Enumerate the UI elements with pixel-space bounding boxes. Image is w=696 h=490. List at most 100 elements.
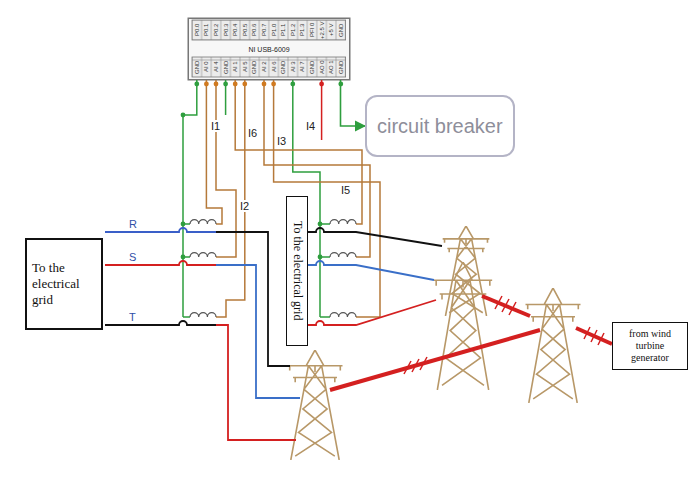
pin-name: P0.2 bbox=[212, 21, 220, 39]
node-text: To the electrical grid bbox=[290, 221, 305, 320]
daq-terminal-block: NI USB-6009 bbox=[188, 18, 350, 80]
junction-dot bbox=[181, 255, 186, 260]
daq-block bbox=[188, 18, 350, 80]
pin-name: P0.7 bbox=[260, 21, 268, 39]
phase-line bbox=[105, 261, 216, 265]
ct-coil bbox=[190, 220, 216, 224]
grid-box: To the electrical grid bbox=[25, 238, 103, 330]
towers bbox=[288, 226, 581, 460]
pin-name: P0.4 bbox=[231, 21, 239, 39]
terminal-dot bbox=[290, 82, 295, 87]
three-phase-mark bbox=[584, 327, 604, 345]
phase-line bbox=[105, 321, 216, 325]
current-label: I3 bbox=[276, 135, 287, 147]
daq-housing bbox=[188, 18, 350, 80]
pin-name: +2.5 V bbox=[318, 21, 326, 39]
current-label: I6 bbox=[247, 127, 258, 139]
phase-line bbox=[308, 300, 436, 325]
pin-name: GND bbox=[337, 58, 345, 76]
junction-dot bbox=[318, 255, 323, 260]
pin-name: GND bbox=[279, 58, 287, 76]
node-text: To the electrical grid bbox=[32, 260, 96, 309]
pin-name: GND bbox=[222, 58, 230, 76]
pin-name: AI 5 bbox=[241, 58, 249, 76]
terminal-dot bbox=[194, 82, 199, 87]
phase-line bbox=[308, 261, 434, 280]
pin-name: P0.5 bbox=[241, 21, 249, 39]
phase-line bbox=[105, 228, 216, 232]
signal-arrow bbox=[341, 80, 366, 126]
terminal-dot bbox=[262, 82, 267, 87]
node-text: NI USB-6009 bbox=[248, 46, 289, 53]
breaker-box: circuit breaker bbox=[365, 95, 515, 157]
generator-box: from wind turbine generator bbox=[612, 322, 688, 370]
pin-name: GND bbox=[250, 58, 258, 76]
pin-name: AO 1 bbox=[327, 58, 335, 76]
pin-name: P0.3 bbox=[222, 21, 230, 39]
pin-name: P1.2 bbox=[289, 21, 297, 39]
pin-name: AI 2 bbox=[260, 58, 268, 76]
pin-name: P1.0 bbox=[270, 21, 278, 39]
sensor-wire bbox=[216, 80, 236, 257]
signal-wires bbox=[183, 80, 380, 317]
ct-coil bbox=[190, 313, 216, 317]
ct-coil bbox=[330, 253, 356, 257]
pin-name: AI 4 bbox=[212, 58, 220, 76]
phase-label: S bbox=[128, 251, 137, 263]
node-text: from wind turbine generator bbox=[617, 328, 683, 364]
pin-name: PFI 0 bbox=[308, 21, 316, 39]
pin-name: AI 3 bbox=[289, 58, 297, 76]
power-line bbox=[576, 328, 612, 344]
grid-box-vertical: To the electrical grid bbox=[286, 196, 308, 346]
pin-name: P1.3 bbox=[298, 21, 306, 39]
pylon bbox=[526, 288, 581, 403]
pin-name: GND bbox=[193, 58, 201, 76]
pin-name: AI 6 bbox=[270, 58, 278, 76]
pin-name: AI 7 bbox=[298, 58, 306, 76]
pin-name: AI 0 bbox=[202, 58, 210, 76]
terminal-dot bbox=[233, 82, 238, 87]
power-line bbox=[330, 330, 540, 390]
current-label: I4 bbox=[305, 120, 316, 132]
terminal-dot bbox=[223, 82, 228, 87]
pin-name: GND bbox=[337, 21, 345, 39]
junction-dot bbox=[181, 113, 186, 118]
pin-name: AI 1 bbox=[231, 58, 239, 76]
current-label: I5 bbox=[340, 184, 351, 196]
current-transformers bbox=[190, 220, 356, 317]
terminal-dot bbox=[319, 82, 324, 87]
pin-name: GND bbox=[308, 58, 316, 76]
terminal-dot bbox=[204, 82, 209, 87]
phase-lines bbox=[105, 228, 442, 440]
ct-coil bbox=[330, 220, 356, 224]
phase-line bbox=[216, 325, 296, 440]
power-line bbox=[482, 296, 530, 316]
pin-name: +5 V bbox=[327, 21, 335, 39]
terminal-dot bbox=[214, 82, 219, 87]
pin-name: P0.1 bbox=[202, 21, 210, 39]
terminal-dot bbox=[271, 82, 276, 87]
current-label: I1 bbox=[210, 120, 221, 132]
phase-label: T bbox=[128, 311, 137, 323]
pin-name: P0.6 bbox=[250, 21, 258, 39]
pylon bbox=[434, 262, 492, 390]
ct-coil bbox=[330, 313, 356, 317]
junction-dot bbox=[318, 222, 323, 227]
three-phase-mark bbox=[495, 296, 516, 315]
pylon bbox=[443, 226, 490, 316]
phase-line bbox=[308, 228, 442, 246]
pin-row bbox=[192, 20, 346, 40]
control-wire bbox=[321, 80, 323, 140]
pin-name: P1.1 bbox=[279, 21, 287, 39]
sensor-wire bbox=[206, 80, 222, 224]
pin-name: P0.0 bbox=[193, 21, 201, 39]
node-text: circuit breaker bbox=[377, 115, 503, 138]
phase-label: R bbox=[128, 218, 138, 230]
pin-row bbox=[192, 57, 346, 77]
current-label: I2 bbox=[239, 200, 250, 212]
three-phase-mark bbox=[404, 357, 427, 374]
junction-dot bbox=[181, 222, 186, 227]
